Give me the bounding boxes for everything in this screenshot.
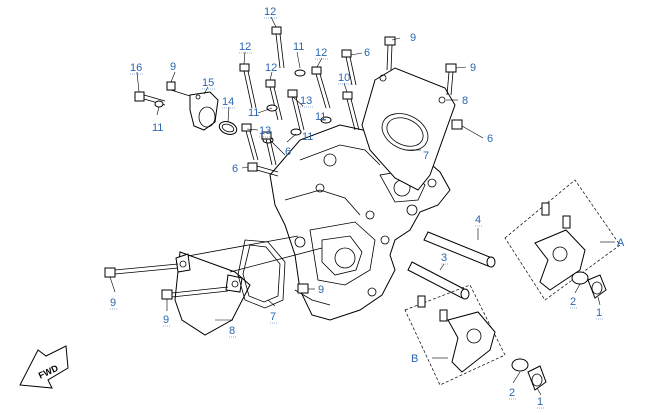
- callout-8: 8: [462, 95, 468, 107]
- callout-2: 2: [509, 387, 515, 399]
- rocker-shafts: [407, 231, 496, 300]
- callout-9: 9: [410, 32, 416, 44]
- sensor-assembly: [134, 81, 238, 135]
- rocker-arm-assembly-b: [404, 284, 547, 391]
- callout-9: 9: [318, 284, 324, 296]
- callout-9: 9: [163, 314, 169, 326]
- callout-11: 11: [302, 131, 313, 143]
- callout-underlines: [110, 17, 604, 409]
- callout-9: 9: [170, 61, 176, 73]
- callout-12: 12: [315, 47, 327, 59]
- callout-labels: 12 11 9 12 12 6 9 16 9 15 12 10 8 14 11 …: [110, 6, 625, 408]
- callout-11: 11: [315, 111, 326, 123]
- callout-11: 11: [293, 41, 304, 53]
- callout-1: 1: [537, 396, 543, 408]
- callout-6: 6: [285, 146, 291, 158]
- callout-9: 9: [110, 297, 116, 309]
- side-cover: [104, 235, 323, 336]
- callout-11: 11: [248, 107, 259, 119]
- callout-6: 6: [232, 163, 238, 175]
- callout-15: 15: [202, 77, 214, 89]
- callout-7: 7: [270, 311, 276, 323]
- callout-12: 12: [264, 6, 276, 18]
- callout-7: 7: [423, 150, 429, 162]
- callout-6: 6: [364, 47, 370, 59]
- callout-2: 2: [570, 296, 576, 308]
- top-cover: [361, 67, 456, 191]
- callout-8: 8: [229, 325, 235, 337]
- callout-12: 12: [239, 41, 251, 53]
- callout-11: 11: [152, 122, 163, 134]
- callout-1: 1: [596, 307, 602, 319]
- bolt-group-top: [239, 26, 463, 177]
- callout-12: 12: [265, 62, 277, 74]
- callout-6: 6: [487, 133, 493, 145]
- callout-A: A: [617, 237, 625, 249]
- leader-lines: [109, 16, 601, 396]
- callout-B: B: [411, 353, 418, 365]
- callout-13: 13: [300, 95, 312, 107]
- callout-3: 3: [441, 252, 447, 264]
- callout-10: 10: [338, 72, 350, 84]
- callout-9: 9: [470, 62, 476, 74]
- rocker-arm-assembly-a: [504, 179, 621, 301]
- callout-4: 4: [475, 214, 481, 226]
- fwd-arrow-icon: FWD: [19, 345, 69, 389]
- callout-16: 16: [130, 62, 142, 74]
- callout-14: 14: [222, 96, 234, 108]
- callout-13: 13: [259, 125, 271, 137]
